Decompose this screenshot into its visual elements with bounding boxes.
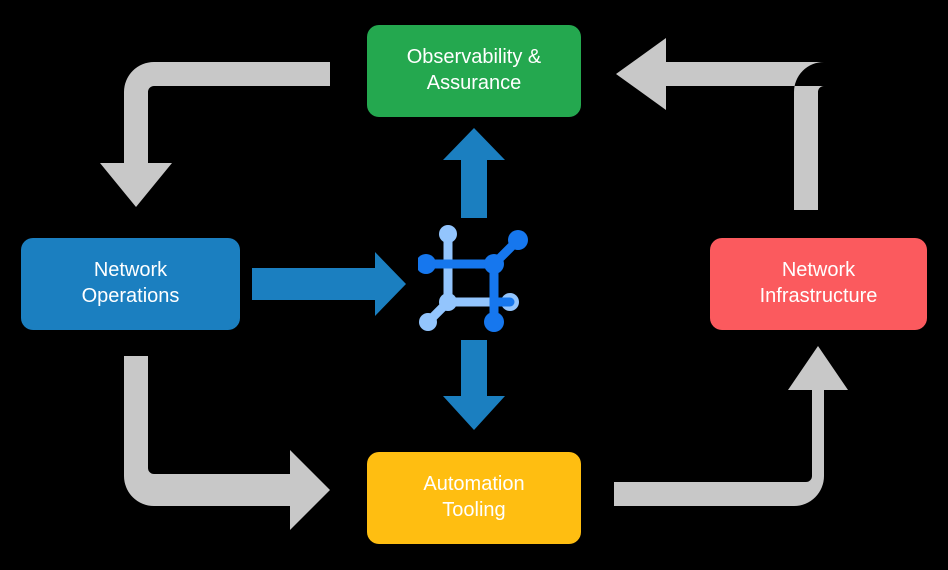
node-operations-label: Network Operations bbox=[81, 259, 180, 307]
network-icon-light-nodes bbox=[419, 225, 519, 331]
network-topology-icon bbox=[418, 225, 528, 332]
node-infrastructure-label: Network Infrastructure bbox=[759, 259, 878, 307]
blue-arrow-operations-to-center bbox=[252, 252, 406, 316]
blue-arrow-center-to-automation bbox=[443, 340, 505, 430]
blue-arrow-center-to-observability bbox=[443, 128, 505, 218]
network-icon-light-links bbox=[423, 229, 499, 327]
node-automation-tooling[interactable]: Automation Tooling bbox=[367, 452, 581, 544]
node-network-infrastructure[interactable]: Network Infrastructure bbox=[710, 238, 927, 330]
node-observability-label: Observability & Assurance bbox=[406, 46, 542, 94]
node-observability-assurance[interactable]: Observability & Assurance bbox=[367, 25, 581, 117]
gray-arrow-observability-to-operations bbox=[100, 62, 330, 207]
node-automation-label: Automation Tooling bbox=[423, 473, 525, 521]
gray-arrow-infrastructure-to-observability bbox=[616, 38, 824, 210]
node-network-operations[interactable]: Network Operations bbox=[21, 238, 240, 330]
gray-arrow-automation-to-infrastructure bbox=[614, 346, 848, 506]
gray-arrow-operations-to-automation bbox=[100, 356, 330, 530]
network-icon-dark-nodes bbox=[418, 230, 528, 332]
